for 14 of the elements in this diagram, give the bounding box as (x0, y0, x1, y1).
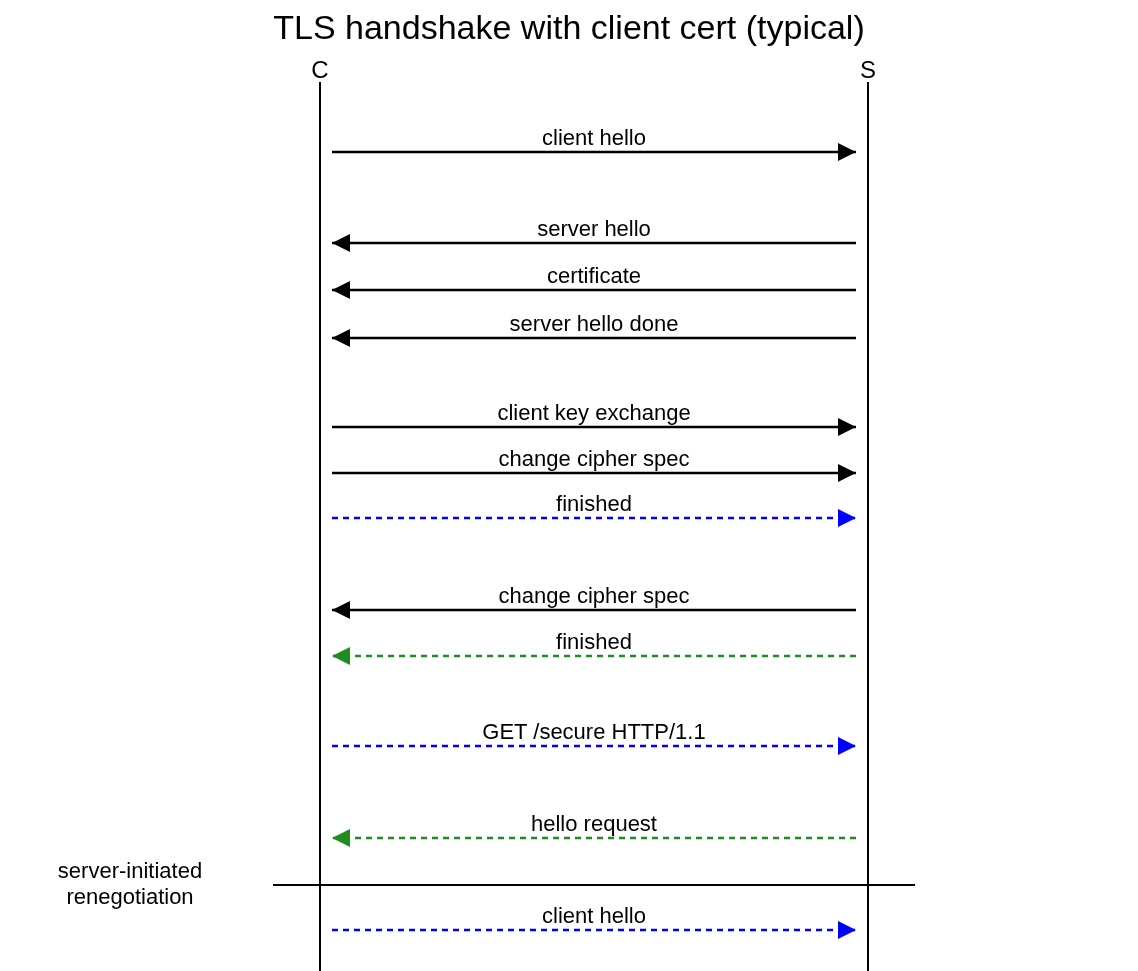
arrow (332, 737, 856, 755)
section-label: server-initiated renegotiation (56, 858, 204, 910)
diagram-title: TLS handshake with client cert (typical) (272, 8, 866, 46)
arrow (332, 601, 856, 619)
arrow (332, 281, 856, 299)
arrow (332, 234, 856, 252)
arrow (332, 829, 856, 847)
arrow (332, 143, 856, 161)
arrow (332, 509, 856, 527)
arrow (332, 464, 856, 482)
arrow (332, 647, 856, 665)
arrow (332, 921, 856, 939)
arrow (332, 418, 856, 436)
arrow (332, 329, 856, 347)
